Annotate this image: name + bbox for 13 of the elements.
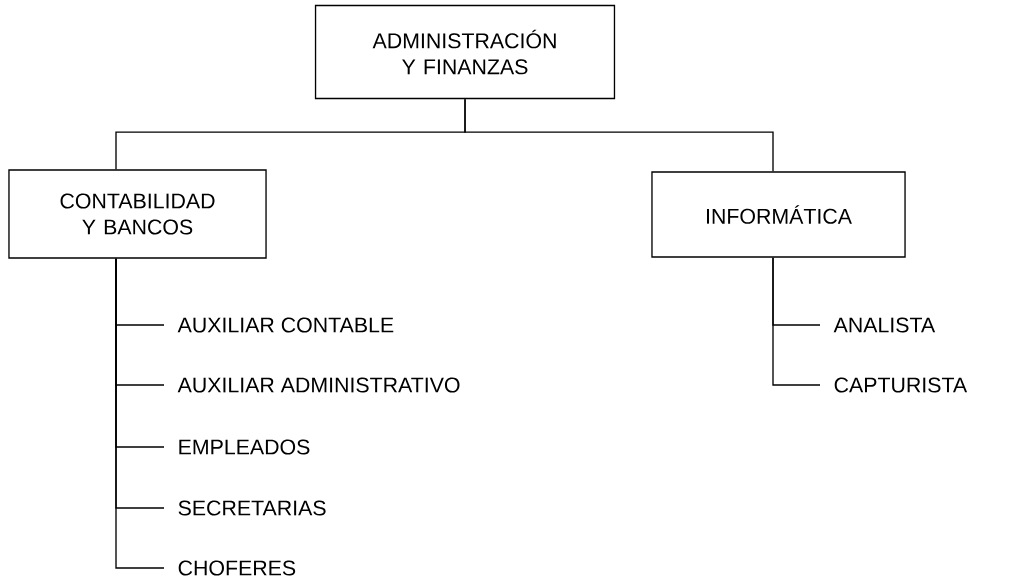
role-label: CHOFERES [178, 560, 296, 576]
connector-line [115, 258, 165, 569]
role-label: SECRETARIAS [178, 500, 326, 516]
role-label: CAPTURISTA [834, 377, 968, 393]
connector-line [772, 257, 821, 386]
org-box: CONTABILIDAD Y BANCOS [8, 169, 267, 259]
role-label: ANALISTA [833, 317, 936, 333]
role-label: AUXILIAR CONTABLE [177, 317, 394, 333]
org-box: INFORMÁTICA [651, 171, 906, 258]
role-label: EMPLEADOS [179, 439, 310, 455]
connector-line [464, 98, 774, 172]
role-label: AUXILIAR ADMINISTRATIVO [177, 377, 460, 393]
org-box: ADMINISTRACIÓN Y FINANZAS [314, 4, 616, 100]
